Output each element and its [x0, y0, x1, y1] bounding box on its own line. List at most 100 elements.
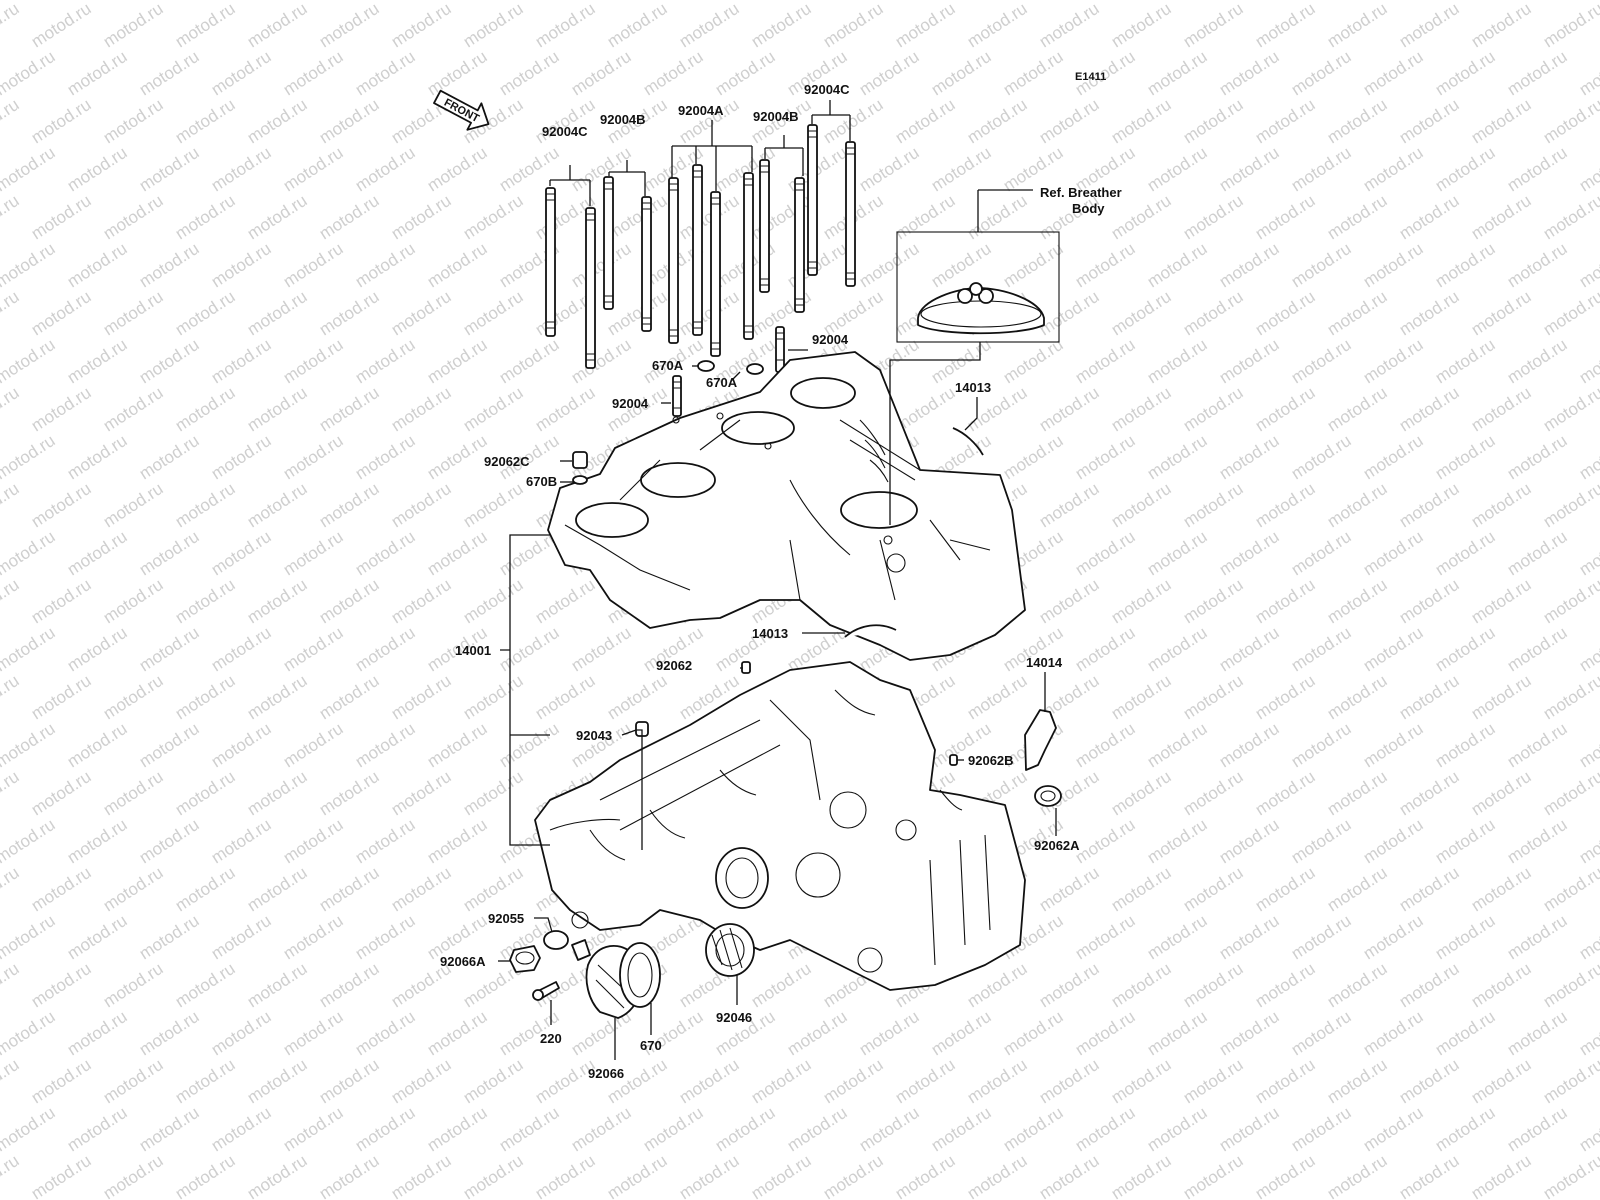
watermark-text: motod.ru — [1180, 1151, 1247, 1200]
watermark-text: motod.ru — [28, 959, 95, 1011]
watermark-text: motod.ru — [892, 1055, 959, 1107]
watermark-text: motod.ru — [496, 1103, 563, 1155]
watermark-text: motod.ru — [460, 1055, 527, 1107]
watermark-text: motod.ru — [1108, 671, 1175, 723]
watermark-text: motod.ru — [388, 287, 455, 339]
watermark-text: motod.ru — [460, 479, 527, 531]
short-stud-92004-right — [775, 326, 785, 373]
watermark-text: motod.ru — [1396, 95, 1463, 147]
watermark-text: motod.ru — [1288, 719, 1355, 771]
watermark-text: motod.ru — [244, 1151, 311, 1200]
watermark-text: motod.ru — [136, 527, 203, 579]
watermark-text: motod.ru — [1036, 863, 1103, 915]
watermark-text: motod.ru — [1288, 431, 1355, 483]
label-670a-2: 670A — [706, 375, 738, 390]
watermark-text: motod.ru — [1072, 335, 1139, 387]
watermark-text: motod.ru — [1288, 815, 1355, 867]
watermark-text: motod.ru — [0, 911, 58, 963]
watermark-text: motod.ru — [136, 911, 203, 963]
watermark-text: motod.ru — [1432, 143, 1499, 195]
watermark-text: motod.ru — [856, 47, 923, 99]
watermark-text: motod.ru — [1540, 1151, 1600, 1200]
watermark-text: motod.ru — [676, 1151, 743, 1200]
watermark-text: motod.ru — [100, 95, 167, 147]
watermark-text: motod.ru — [1540, 863, 1600, 915]
watermark-text: motod.ru — [172, 383, 239, 435]
watermark-text: motod.ru — [1432, 0, 1499, 3]
watermark-text: motod.ru — [388, 863, 455, 915]
watermark-text: motod.ru — [928, 143, 995, 195]
watermark-text: motod.ru — [1252, 671, 1319, 723]
stud-bolt — [641, 196, 652, 332]
watermark-text: motod.ru — [1000, 1103, 1067, 1155]
watermark-text: motod.ru — [136, 143, 203, 195]
watermark-text: motod.ru — [1576, 1007, 1600, 1059]
watermark-text: motod.ru — [1540, 287, 1600, 339]
watermark-text: motod.ru — [892, 191, 959, 243]
label-14013-mid: 14013 — [752, 626, 788, 641]
watermark-text: motod.ru — [820, 1151, 887, 1200]
watermark-text: motod.ru — [1396, 863, 1463, 915]
watermark-text: motod.ru — [316, 383, 383, 435]
label-ref-breather-line2: Body — [1072, 201, 1105, 216]
watermark-text: motod.ru — [1288, 239, 1355, 291]
watermark-text: motod.ru — [1432, 623, 1499, 675]
watermark-text: motod.ru — [64, 239, 131, 291]
watermark-text: motod.ru — [748, 1055, 815, 1107]
watermark-text: motod.ru — [1216, 47, 1283, 99]
watermark-text: motod.ru — [1108, 0, 1175, 51]
watermark-text: motod.ru — [928, 0, 995, 3]
watermark-text: motod.ru — [64, 431, 131, 483]
watermark-text: motod.ru — [244, 863, 311, 915]
watermark-text: motod.ru — [0, 1151, 22, 1200]
watermark-text: motod.ru — [1504, 143, 1571, 195]
watermark-text: motod.ru — [1180, 95, 1247, 147]
watermark-text: motod.ru — [316, 575, 383, 627]
leader-lines — [498, 100, 1057, 1060]
watermark-text: motod.ru — [1180, 191, 1247, 243]
watermark-text: motod.ru — [496, 623, 563, 675]
watermark-text: motod.ru — [100, 479, 167, 531]
watermark-text: motod.ru — [1144, 1103, 1211, 1155]
watermark-text: motod.ru — [64, 911, 131, 963]
plug-92066a — [509, 945, 541, 973]
breather-body-ref — [896, 231, 1060, 343]
watermark-text: motod.ru — [1504, 719, 1571, 771]
watermark-text: motod.ru — [64, 47, 131, 99]
watermark-text: motod.ru — [1252, 0, 1319, 51]
watermark-text: motod.ru — [640, 1103, 707, 1155]
watermark-text: motod.ru — [352, 431, 419, 483]
watermark-text: motod.ru — [28, 95, 95, 147]
watermark-text: motod.ru — [1108, 383, 1175, 435]
watermark-text: motod.ru — [1252, 575, 1319, 627]
watermark-text: motod.ru — [1216, 335, 1283, 387]
watermark-text: motod.ru — [1576, 47, 1600, 99]
watermark-text: motod.ru — [28, 383, 95, 435]
watermark-text: motod.ru — [1396, 383, 1463, 435]
watermark-text: motod.ru — [424, 431, 491, 483]
watermark-text: motod.ru — [1252, 767, 1319, 819]
clip-plate — [571, 939, 591, 961]
watermark-text: motod.ru — [1288, 0, 1355, 3]
watermark-text: motod.ru — [244, 479, 311, 531]
watermark-text: motod.ru — [1252, 191, 1319, 243]
watermark-text: motod.ru — [1360, 911, 1427, 963]
watermark-text: motod.ru — [1576, 623, 1600, 675]
watermark-text: motod.ru — [604, 1151, 671, 1200]
watermark-text: motod.ru — [1396, 671, 1463, 723]
watermark-text: motod.ru — [1288, 1103, 1355, 1155]
watermark-text: motod.ru — [316, 959, 383, 1011]
watermark-text: motod.ru — [0, 527, 58, 579]
watermark-text: motod.ru — [964, 1151, 1031, 1200]
watermark-text: motod.ru — [208, 239, 275, 291]
watermark-text: motod.ru — [100, 863, 167, 915]
watermark-text: motod.ru — [1288, 47, 1355, 99]
watermark-text: motod.ru — [1108, 575, 1175, 627]
watermark-text: motod.ru — [532, 1055, 599, 1107]
watermark-text: motod.ru — [532, 95, 599, 147]
watermark-text: motod.ru — [352, 911, 419, 963]
watermark-text: motod.ru — [352, 1007, 419, 1059]
watermark-text: motod.ru — [1180, 479, 1247, 531]
watermark-text: motod.ru — [1432, 431, 1499, 483]
watermark-text: motod.ru — [316, 479, 383, 531]
